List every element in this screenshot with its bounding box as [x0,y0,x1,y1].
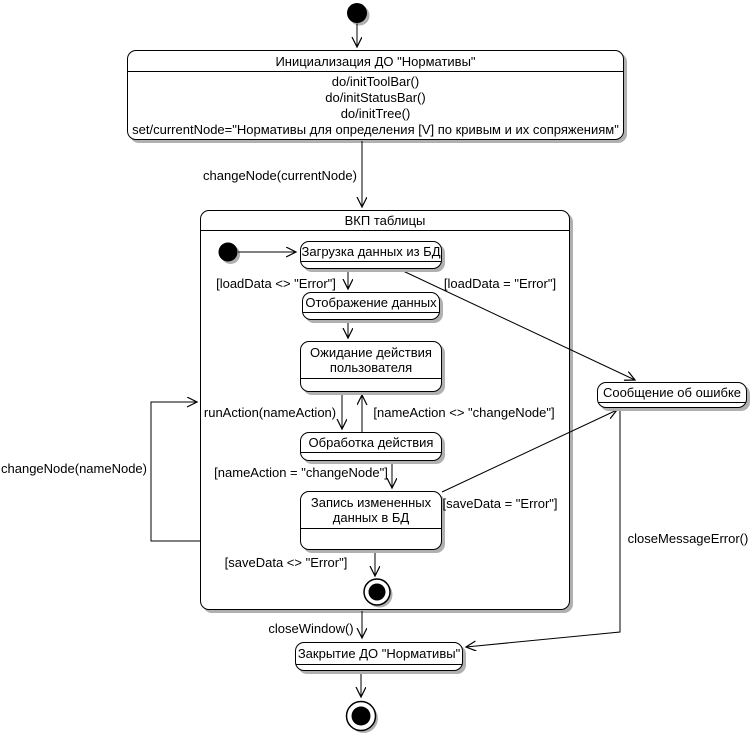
state-title: Запись измененных данных в БД [301,492,441,528]
state-close-normativy: Закрытие ДО "Нормативы" [295,642,463,671]
label-name-action-neq: [nameAction <> "changeNode"] [373,405,555,420]
action-init-tree: do/initTree() [340,106,411,122]
state-title-line: Запись измененных [310,495,432,510]
label-save-ok: [saveData <> "Error"] [224,555,348,570]
state-compartment [301,261,441,268]
state-compartment [296,664,462,670]
state-title: Инициализация ДО "Нормативы" [128,51,623,72]
state-title: Обработка действия [308,435,434,450]
label-close-message-error: closeMessageError() [627,531,749,546]
state-init-normativy: Инициализация ДО "Нормативы" do/initTool… [127,50,624,140]
state-title: Загрузка данных из БД [301,244,441,259]
state-compartment [301,452,441,460]
state-actions: do/initToolBar() do/initStatusBar() do/i… [128,72,623,139]
state-title: Ожидание действия пользователя [301,342,441,378]
state-error-message: Сообщение об ошибке [597,382,747,408]
state-title: ВКП таблицы [201,211,569,231]
state-title: Отображение данных [305,295,437,310]
state-process-action: Обработка действия [300,432,442,461]
state-title: Закрытие ДО "Нормативы" [297,646,461,661]
label-load-error: [loadData = "Error"] [443,276,557,291]
label-name-action-eq: [nameAction = "changeNode"] [214,465,388,480]
label-run-action: runAction(nameAction) [203,405,337,420]
label-save-error: [saveData = "Error"] [442,496,558,511]
transition-vkp-self-loop [150,402,201,542]
label-close-window: closeWindow() [268,621,354,636]
state-save-data: Запись измененных данных в БД [300,491,442,550]
state-wait-user-action: Ожидание действия пользователя [300,341,442,392]
state-compartment [598,402,746,407]
state-title-line: пользователя [329,360,413,375]
state-compartment [301,378,441,391]
label-load-ok: [loadData <> "Error"] [216,276,336,291]
final-state [345,700,377,732]
state-compartment [303,312,439,319]
label-change-node-name: changeNode(nameNode) [1,461,147,476]
action-init-statusbar: do/initStatusBar() [325,89,426,105]
state-load-data: Загрузка данных из БД [300,241,442,269]
state-title-line: Ожидание действия [310,345,432,360]
initial-state [347,3,367,23]
state-display-data: Отображение данных [302,292,440,320]
final-state-shadow [349,704,378,733]
action-set-currentnode: set/currentNode="Нормативы для определен… [132,122,619,138]
initial-state-shadow [349,5,370,26]
state-title: Сообщение об ошибке [602,385,742,400]
state-title-line: данных в БД [332,510,410,525]
label-change-node-current: changeNode(currentNode) [203,168,357,183]
state-compartment [301,528,441,549]
action-init-toolbar: do/initToolBar() [331,73,420,89]
